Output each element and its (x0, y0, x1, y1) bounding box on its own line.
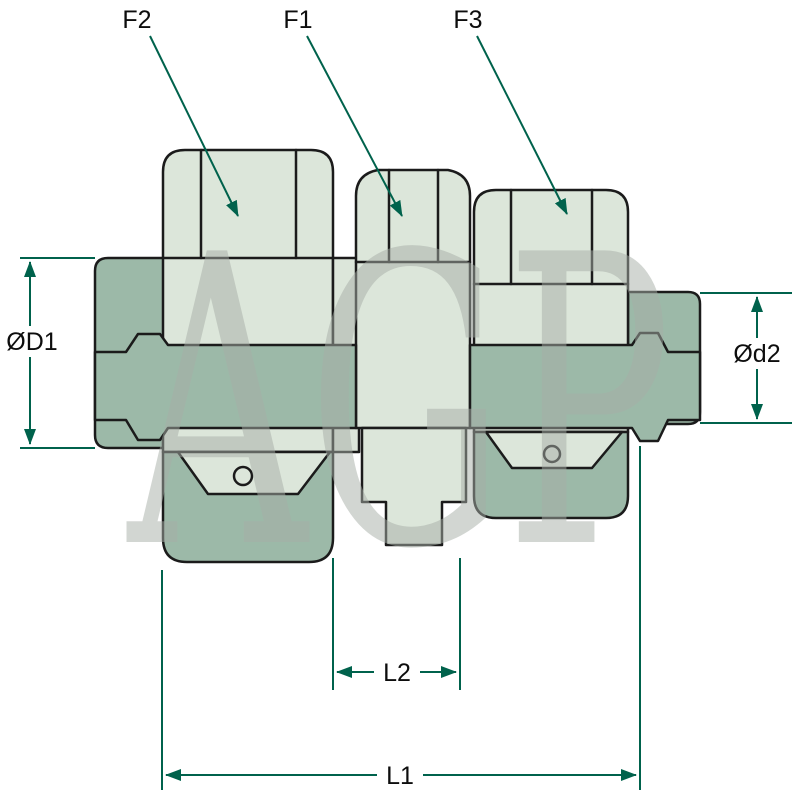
label-f3: F3 (453, 6, 482, 34)
label-l1: L1 (386, 762, 414, 790)
label-d1: ØD1 (6, 328, 57, 356)
leader-line-f1 (306, 35, 403, 217)
body-band-left (93, 332, 358, 442)
watermark: AGP (124, 172, 672, 637)
leader-line-f2 (149, 35, 239, 217)
body-band-right (468, 331, 702, 443)
left-cutting-ring-ball (232, 465, 254, 487)
label-l2: L2 (383, 659, 411, 687)
label-bg-d1 (4, 326, 60, 357)
label-bg-l1 (377, 760, 423, 790)
label-f2: F2 (122, 6, 151, 34)
label-f1: F1 (283, 6, 312, 34)
dimension-lines (20, 35, 792, 790)
right-cutting-ring-ball (542, 444, 562, 464)
label-bg-d2 (728, 338, 786, 369)
center-stem (360, 426, 468, 547)
leader-line-f3 (476, 35, 568, 215)
left-nut-cutaway (176, 450, 332, 496)
fitting-body (93, 148, 702, 564)
label-bg-l2 (374, 657, 420, 687)
label-d2: Ød2 (733, 340, 780, 368)
